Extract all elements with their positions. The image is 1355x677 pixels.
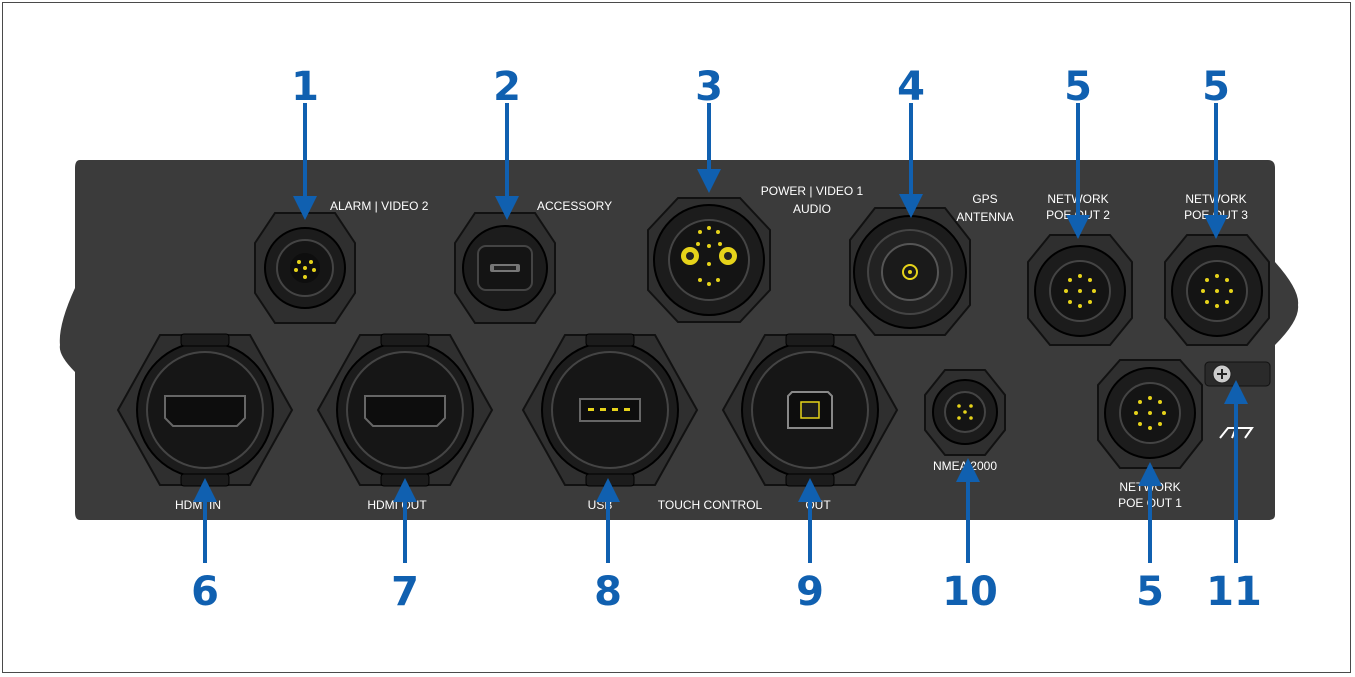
gps-antenna-connector bbox=[849, 207, 971, 336]
label-accessory: ACCESSORY bbox=[537, 199, 612, 213]
network-poe-out3-connector bbox=[1164, 234, 1270, 346]
label-gps-line1: GPS bbox=[972, 192, 997, 206]
callout-number-3: 3 bbox=[695, 64, 723, 110]
usb-b-connector bbox=[721, 333, 899, 487]
callout-number-2: 2 bbox=[493, 64, 521, 110]
hdmi-out-connector bbox=[316, 333, 494, 487]
callout-number-8: 8 bbox=[594, 569, 622, 615]
network-poe-out2-connector bbox=[1027, 234, 1133, 346]
nmea2000-connector bbox=[924, 369, 1006, 456]
callout-number-4: 4 bbox=[897, 64, 925, 110]
callout-number-7: 7 bbox=[391, 569, 419, 615]
callout-number-5a: 5 bbox=[1064, 64, 1092, 110]
callout-number-9: 9 bbox=[796, 569, 824, 615]
ground-terminal bbox=[1204, 361, 1271, 439]
label-alarm-video2: ALARM | VIDEO 2 bbox=[330, 199, 429, 213]
label-nmea2000: NMEA 2000 bbox=[933, 459, 997, 473]
power-video1-audio-connector bbox=[647, 197, 771, 323]
alarm-video2-connector bbox=[254, 212, 356, 324]
accessory-connector bbox=[454, 212, 556, 324]
label-touch-control: TOUCH CONTROL bbox=[658, 498, 763, 512]
callout-number-11: 11 bbox=[1206, 569, 1262, 615]
label-power-line1: POWER | VIDEO 1 bbox=[761, 184, 864, 198]
hdmi-in-connector bbox=[116, 333, 294, 487]
callout-number-5b: 5 bbox=[1202, 64, 1230, 110]
label-power-line2: AUDIO bbox=[793, 202, 831, 216]
label-hdmi-in: HDMI IN bbox=[175, 498, 221, 512]
label-gps-line2: ANTENNA bbox=[956, 210, 1013, 224]
callout-number-5c: 5 bbox=[1136, 569, 1164, 615]
network-poe-out1-connector bbox=[1097, 359, 1203, 469]
label-hdmi-out: HDMI OUT bbox=[367, 498, 427, 512]
callout-number-6: 6 bbox=[191, 569, 219, 615]
callout-number-10: 10 bbox=[942, 569, 998, 615]
callout-number-1: 1 bbox=[291, 64, 319, 110]
